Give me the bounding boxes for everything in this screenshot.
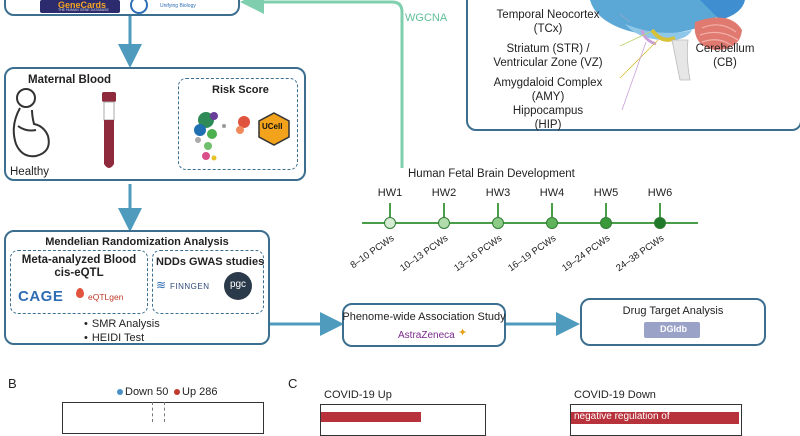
stage-label-hw1: HW1: [377, 187, 403, 199]
blood-tube-icon: [102, 92, 116, 168]
brain-temporal: [625, 24, 692, 41]
pregnant-woman-icon: [12, 88, 50, 158]
stage-tick: [605, 203, 607, 217]
brain-amygdala: [650, 28, 676, 42]
stage-label-hw4: HW4: [539, 187, 565, 199]
stage-node: [384, 217, 396, 229]
brain-frontal: [700, 0, 745, 20]
leader-amy: [619, 39, 659, 79]
stage-label-hw2: HW2: [431, 187, 457, 199]
heidi-bullet: HEIDI Test: [84, 332, 144, 344]
stage-tick: [659, 203, 661, 217]
brain-illustration: [590, 0, 745, 81]
brain-cerebellum: [694, 17, 742, 50]
stage-node: [546, 217, 558, 229]
eqtl-box: [10, 250, 148, 314]
astrazeneca-logo: AstraZeneca: [398, 330, 455, 341]
astrazeneca-logo-mark: ✦: [458, 327, 468, 339]
phewas-title: Phenome-wide Association Study: [342, 311, 506, 323]
dgidb-logo-text: DGIdb: [660, 324, 687, 334]
genecards-logo: GeneCards THE HUMAN GENE DATABASE: [40, 0, 120, 13]
risk-score-title: Risk Score: [212, 84, 269, 96]
ucell-logo: [258, 112, 290, 146]
arrow-wgcna: [240, 0, 404, 168]
leader-str: [619, 31, 651, 47]
hippocampus-leader: [621, 41, 647, 111]
ucell-logo-text: UCell: [262, 122, 283, 131]
label-amy: Amygdaloid Complex (AMY): [493, 77, 603, 103]
genecards-logo-sub: THE HUMAN GENE DATABASE: [58, 8, 109, 12]
genecards-logo-text: GeneCards: [58, 0, 107, 10]
healthy-label: Healthy: [10, 166, 49, 178]
stage-tick: [551, 203, 553, 217]
finngen-logo: FINNGEN: [170, 282, 210, 291]
eqtl-title: Meta-analyzed Blood cis-eQTL: [21, 254, 137, 279]
brain-stem: [671, 39, 691, 81]
panel-b-down-dot: [117, 389, 123, 395]
covid-up-title: COVID-19 Up: [324, 389, 392, 401]
brain-hippocampus: [640, 29, 657, 46]
wgcna-label: WGCNA: [405, 12, 448, 24]
panel-c-letter: C: [288, 376, 298, 391]
stage-tick: [389, 203, 391, 217]
stage-tick: [497, 203, 499, 217]
stage-label-hw3: HW3: [485, 187, 511, 199]
eqtlgen-logo: eQTLgen: [88, 292, 124, 302]
stage-node: [600, 217, 612, 229]
phewas-box: [342, 303, 506, 347]
pgc-logo: pgc: [224, 272, 252, 300]
panel-b-up-label: Up 286: [182, 386, 218, 398]
panel-b-letter: B: [8, 376, 17, 391]
gwas-title: NDDs GWAS studies: [156, 256, 265, 268]
label-tcx: Temporal Neocortex (TCx): [496, 9, 600, 35]
mr-title: Mendelian Randomization Analysis: [45, 236, 229, 248]
label-cb: Cerebellum (CB): [695, 43, 755, 69]
smr-bullet: SMR Analysis: [84, 318, 160, 330]
pgc-logo-text: pgc: [229, 279, 247, 290]
eqtlgen-logo-drop: [76, 288, 84, 298]
label-hip: Hippocampus (HIP): [512, 105, 584, 131]
panel-b-vline: [152, 402, 153, 422]
stage-node: [654, 217, 666, 229]
covid-down-bar-text: negative regulation of: [574, 411, 670, 422]
stage-tick: [443, 203, 445, 217]
stage-node: [492, 217, 504, 229]
cage-logo: CAGE: [18, 288, 64, 305]
drug-target-title: Drug Target Analysis: [622, 305, 724, 317]
covid-down-title: COVID-19 Down: [574, 389, 656, 401]
panel-b-up-dot: [174, 389, 180, 395]
fetal-title: Human Fetal Brain Development: [408, 168, 575, 180]
dgidb-logo: DGIdb: [644, 322, 700, 338]
umap-plot-icon: [194, 112, 250, 161]
panel-b-down-label: Down 50: [125, 386, 169, 398]
panel-b-plot-frame: [62, 402, 264, 434]
finngen-logo-mark: ≋: [156, 278, 167, 292]
covid-up-bar: [321, 412, 421, 422]
stage-label-hw5: HW5: [593, 187, 619, 199]
label-str: Striatum (STR) / Ventricular Zone (VZ): [493, 43, 603, 69]
brain-cerebellum-lines: [699, 24, 739, 47]
gene-ontology-logo: [130, 0, 148, 14]
leader-tcx: [619, 13, 631, 23]
timeline-axis: [362, 222, 698, 224]
panel-b-vline-2: [164, 402, 165, 422]
maternal-blood-title: Maternal Blood: [28, 74, 112, 86]
gene-ontology-sub: Unifying Biology: [160, 3, 196, 9]
stage-node: [438, 217, 450, 229]
stage-label-hw6: HW6: [647, 187, 673, 199]
